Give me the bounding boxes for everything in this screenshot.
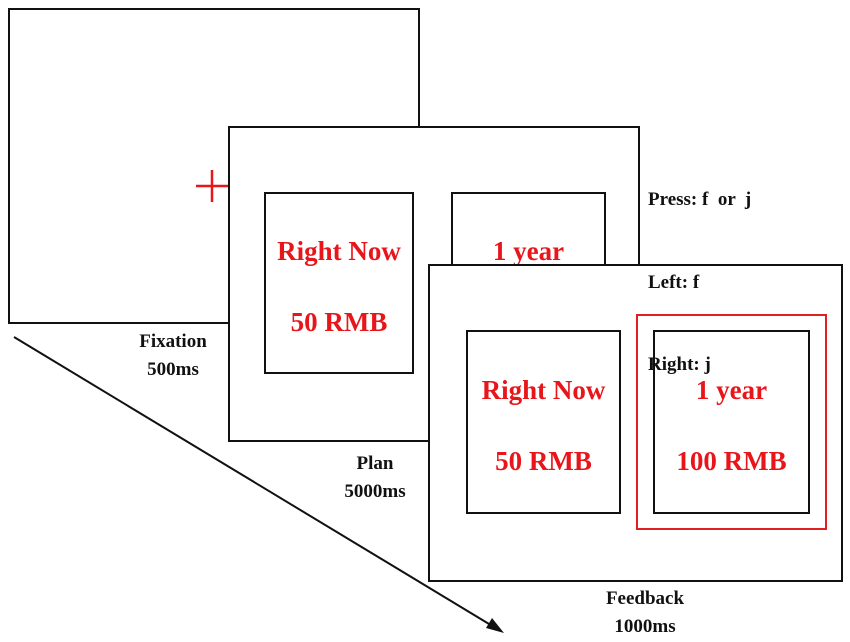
plan-right-delay: 1 year [492,236,565,266]
plan-caption-duration: 5000ms [344,480,406,502]
plan-caption: Plan 5000ms [315,450,435,505]
feedback-right-delay: 1 year [695,375,768,405]
plan-left-amount: 50 RMB [290,307,388,337]
plan-caption-label: Plan [356,453,394,474]
feedback-left-delay: Right Now [481,375,606,405]
feedback-caption-label: Feedback [605,588,685,609]
fixation-caption-label: Fixation [139,331,207,352]
feedback-caption-duration: 1000ms [614,615,676,637]
key-instructions: Press: f or j Left: f Right: j [648,131,751,406]
plan-left-delay: Right Now [277,236,401,266]
feedback-right-amount: 100 RMB [676,446,787,476]
fixation-caption: Fixation 500ms [113,328,233,383]
feedback-right-option-box [653,330,810,514]
feedback-selection-highlight [636,314,827,530]
key-press-instruction: Press: f or j [648,189,752,211]
key-left-instruction: Left: f [648,271,700,293]
feedback-left-amount: 50 RMB [495,446,592,476]
key-right-instruction: Right: j [648,354,711,376]
feedback-left-option-box [466,330,621,514]
plan-left-option-box [264,192,414,374]
feedback-caption: Feedback 1000ms [585,585,705,640]
fixation-caption-duration: 500ms [147,358,199,380]
